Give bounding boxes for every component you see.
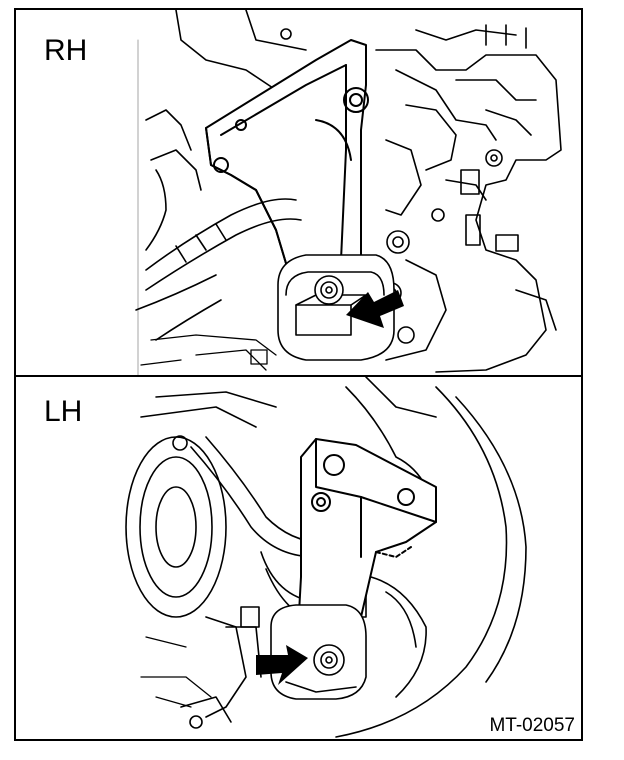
panel-rh: RH [16,10,581,375]
engine-pulleys-lh [125,391,277,729]
engine-mount-lh [270,576,427,700]
lower-engine-parts-rh [140,334,277,371]
engine-mount-rh [277,254,395,361]
panel-label-lh: LH [44,395,83,428]
lower-engine-parts-lh [140,636,212,708]
arrow-icon [256,645,308,685]
panel-label-rh: RH [44,34,88,67]
arrow-icon [346,290,404,328]
body-curve-lh [335,377,527,738]
panel-divider [16,375,581,377]
lh-mount-illustration [125,377,527,738]
wiring-harness-rh [135,169,302,341]
figure-code: MT-02057 [489,715,575,736]
panel-lh: LH [16,377,581,741]
figure-frame: RH [14,8,583,741]
engine-cover-rh [145,10,307,191]
